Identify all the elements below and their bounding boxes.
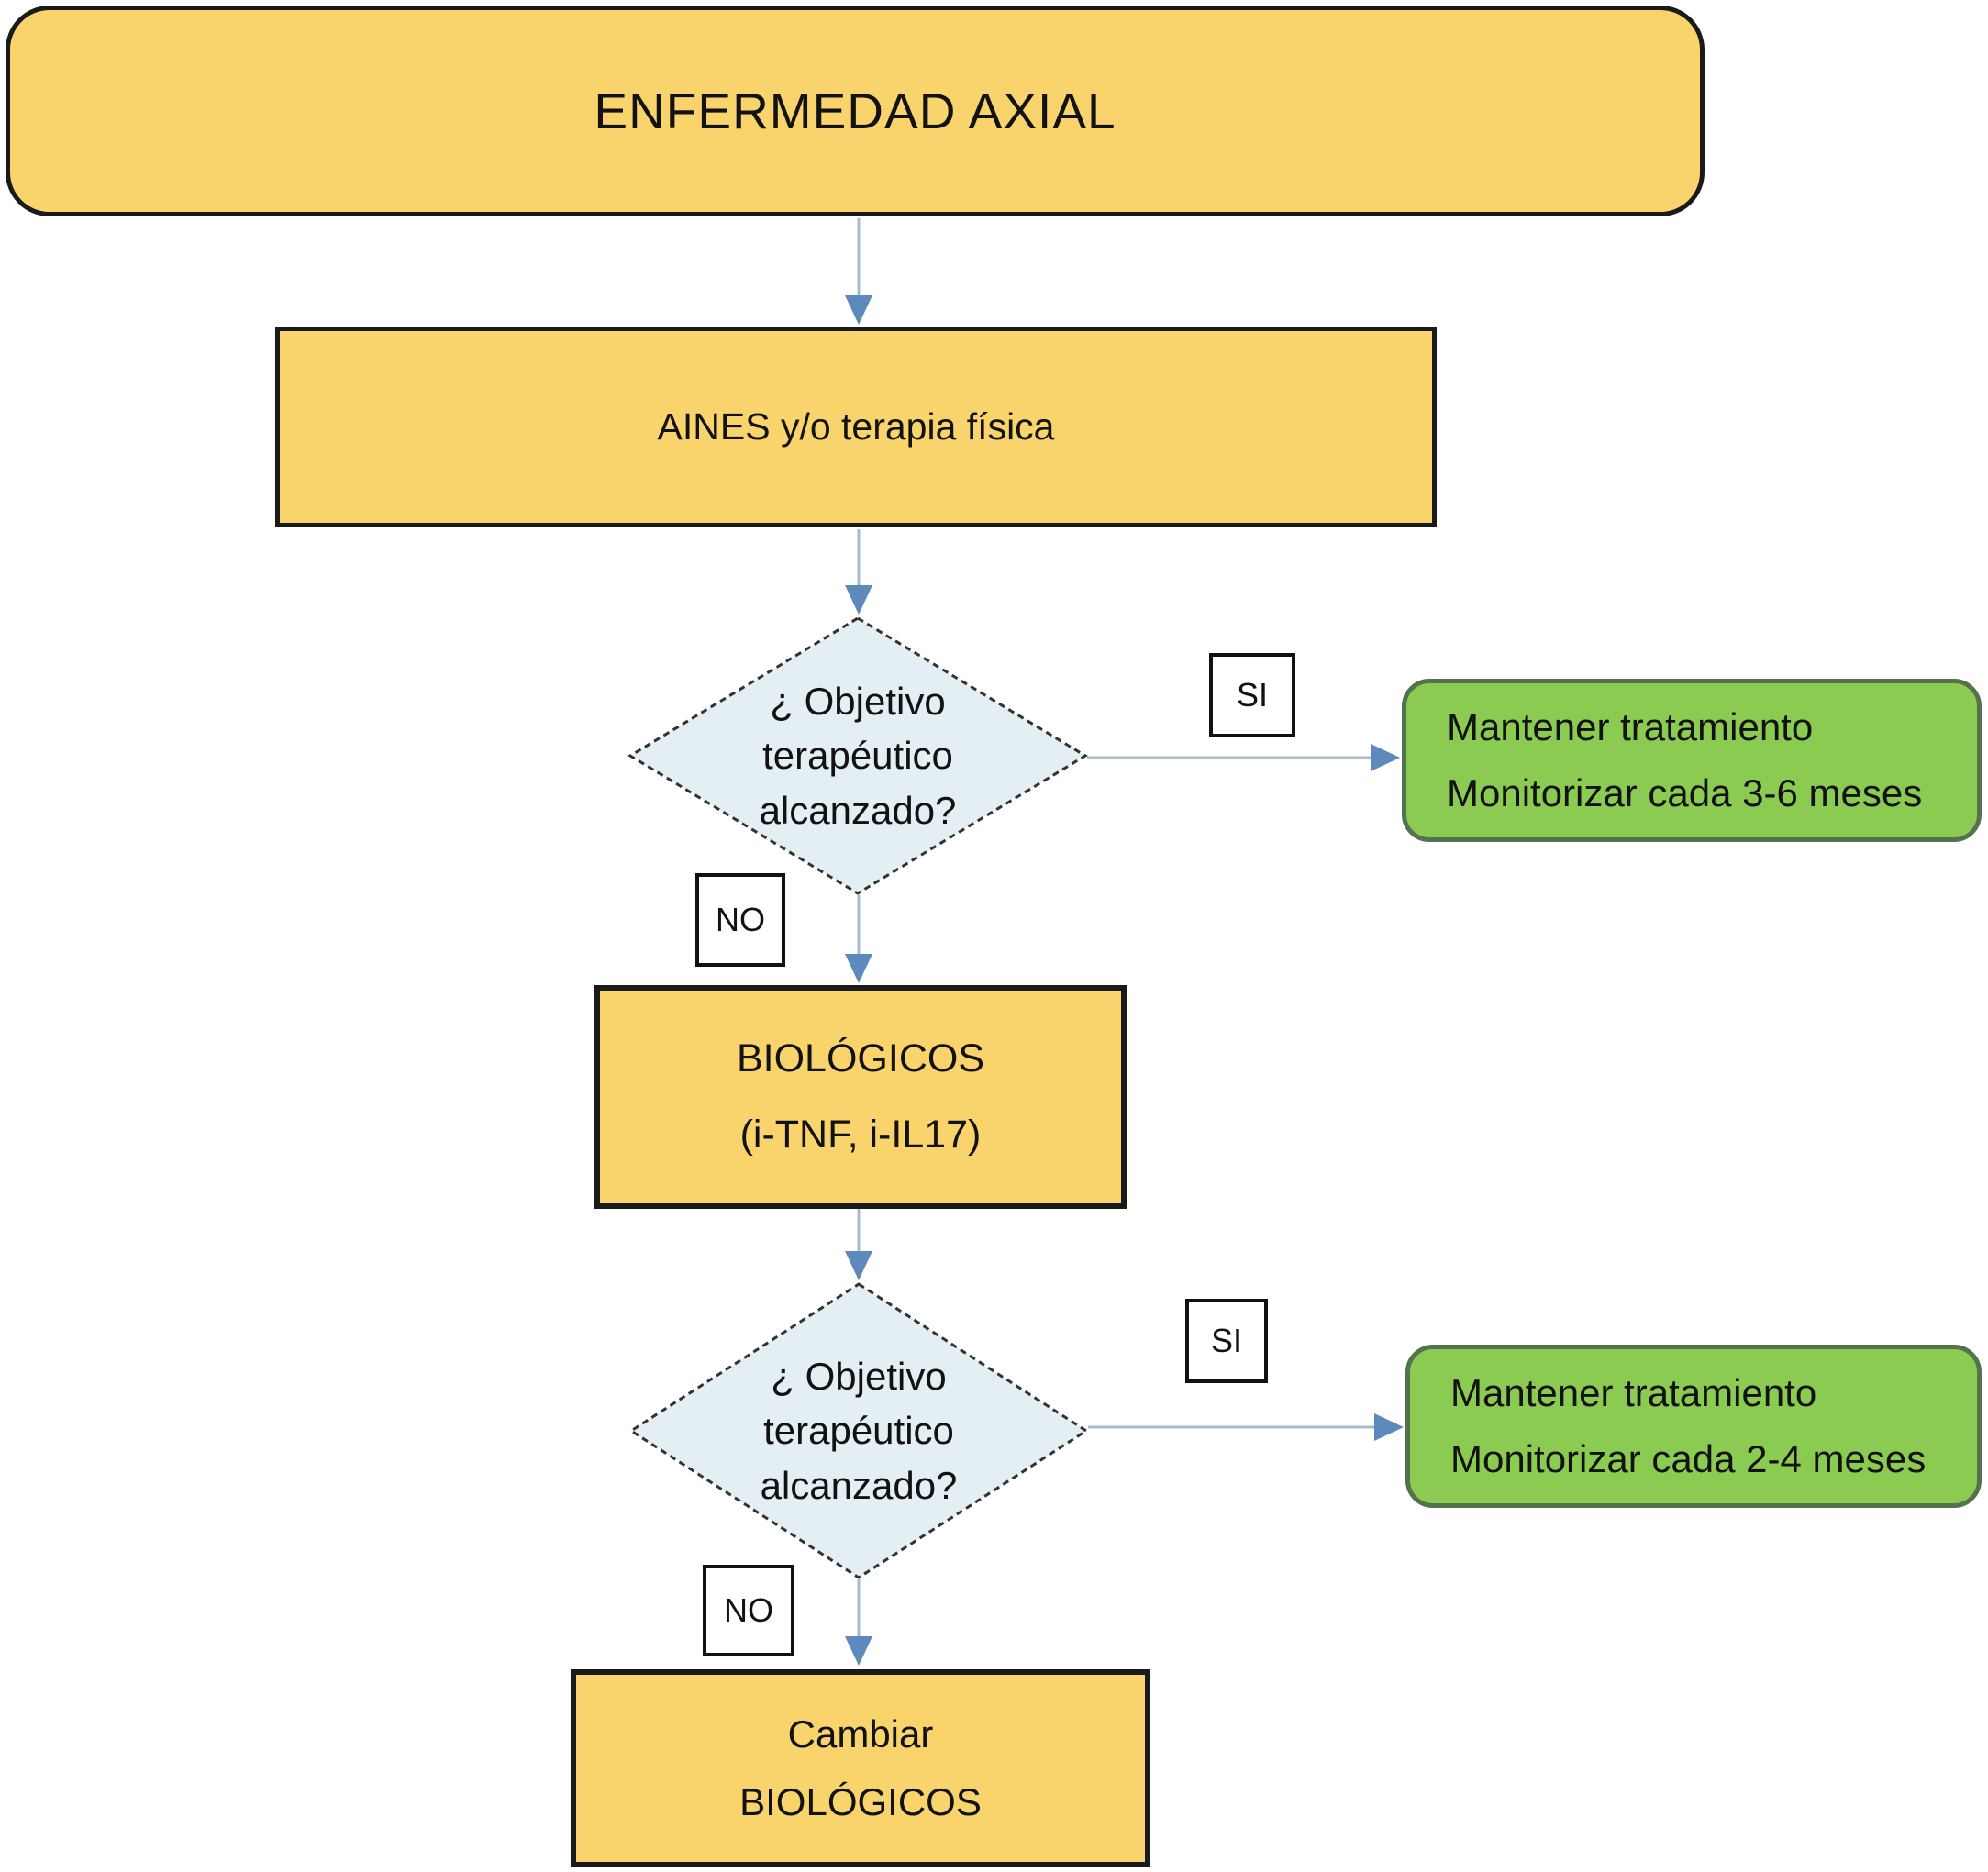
arrow-decision2-yes-to-maintain2 [1088, 1413, 1404, 1441]
arrow-decision1-no-to-biologicos [845, 895, 872, 983]
decision1-line3: alcanzado? [759, 788, 957, 832]
node-cambiar-biologicos: Cambiar BIOLÓGICOS [571, 1669, 1150, 1867]
arrow-title-to-aines [845, 218, 872, 325]
decision1-line1: ¿ Objetivo [770, 679, 946, 723]
node-biologicos: BIOLÓGICOS (i-TNF, i-IL17) [594, 985, 1127, 1209]
node-mantener-tratamiento-2-4: Mantener tratamiento Monitorizar cada 2-… [1405, 1345, 1982, 1508]
biologicos-line1: BIOLÓGICOS [736, 1036, 984, 1080]
edge-label-si-2: SI [1185, 1299, 1268, 1383]
cambiar-line1: Cambiar [787, 1712, 934, 1756]
node-aines-text: AINES y/o terapia física [657, 405, 1055, 448]
decision2-diamond-shape [628, 1282, 1089, 1579]
edge-label-no-2-text: NO [724, 1591, 773, 1629]
decision2-line1: ¿ Objetivo [771, 1354, 947, 1398]
arrow-aines-to-decision1 [845, 529, 872, 615]
arrow-decision1-yes-to-maintain1 [1087, 744, 1400, 771]
edge-label-si-2-text: SI [1210, 1322, 1242, 1359]
cambiar-line2: BIOLÓGICOS [739, 1780, 982, 1823]
node-decision1-objetivo-terapeutico: ¿ Objetivo terapéutico alcanzado? [628, 616, 1087, 895]
maintain2-line2: Monitorizar cada 2-4 meses [1450, 1437, 1927, 1480]
node-aines-terapia-fisica: AINES y/o terapia física [275, 327, 1437, 527]
decision2-line2: terapéutico [763, 1409, 954, 1453]
maintain2-line1: Mantener tratamiento [1450, 1371, 1817, 1414]
maintain1-line2: Monitorizar cada 3-6 meses [1447, 771, 1923, 814]
edge-label-no-1: NO [695, 873, 785, 967]
edge-label-si-1: SI [1209, 653, 1295, 737]
decision1-diamond-shape [627, 616, 1088, 895]
edge-label-no-2: NO [703, 1565, 794, 1656]
arrow-biologicos-to-decision2 [845, 1209, 872, 1280]
edge-label-no-1-text: NO [716, 901, 765, 938]
maintain1-line1: Mantener tratamiento [1447, 705, 1814, 748]
decision2-line3: alcanzado? [760, 1463, 958, 1507]
biologicos-line2: (i-TNF, i-IL17) [739, 1113, 982, 1157]
node-enfermedad-axial: ENFERMEDAD AXIAL [6, 6, 1705, 216]
node-title-text: ENFERMEDAD AXIAL [594, 83, 1116, 139]
arrow-decision2-no-to-cambiar [845, 1579, 872, 1666]
node-mantener-tratamiento-3-6: Mantener tratamiento Monitorizar cada 3-… [1402, 679, 1982, 842]
node-decision2-objetivo-terapeutico: ¿ Objetivo terapéutico alcanzado? [629, 1282, 1088, 1579]
decision1-line2: terapéutico [762, 734, 953, 778]
edge-label-si-1-text: SI [1236, 676, 1268, 714]
